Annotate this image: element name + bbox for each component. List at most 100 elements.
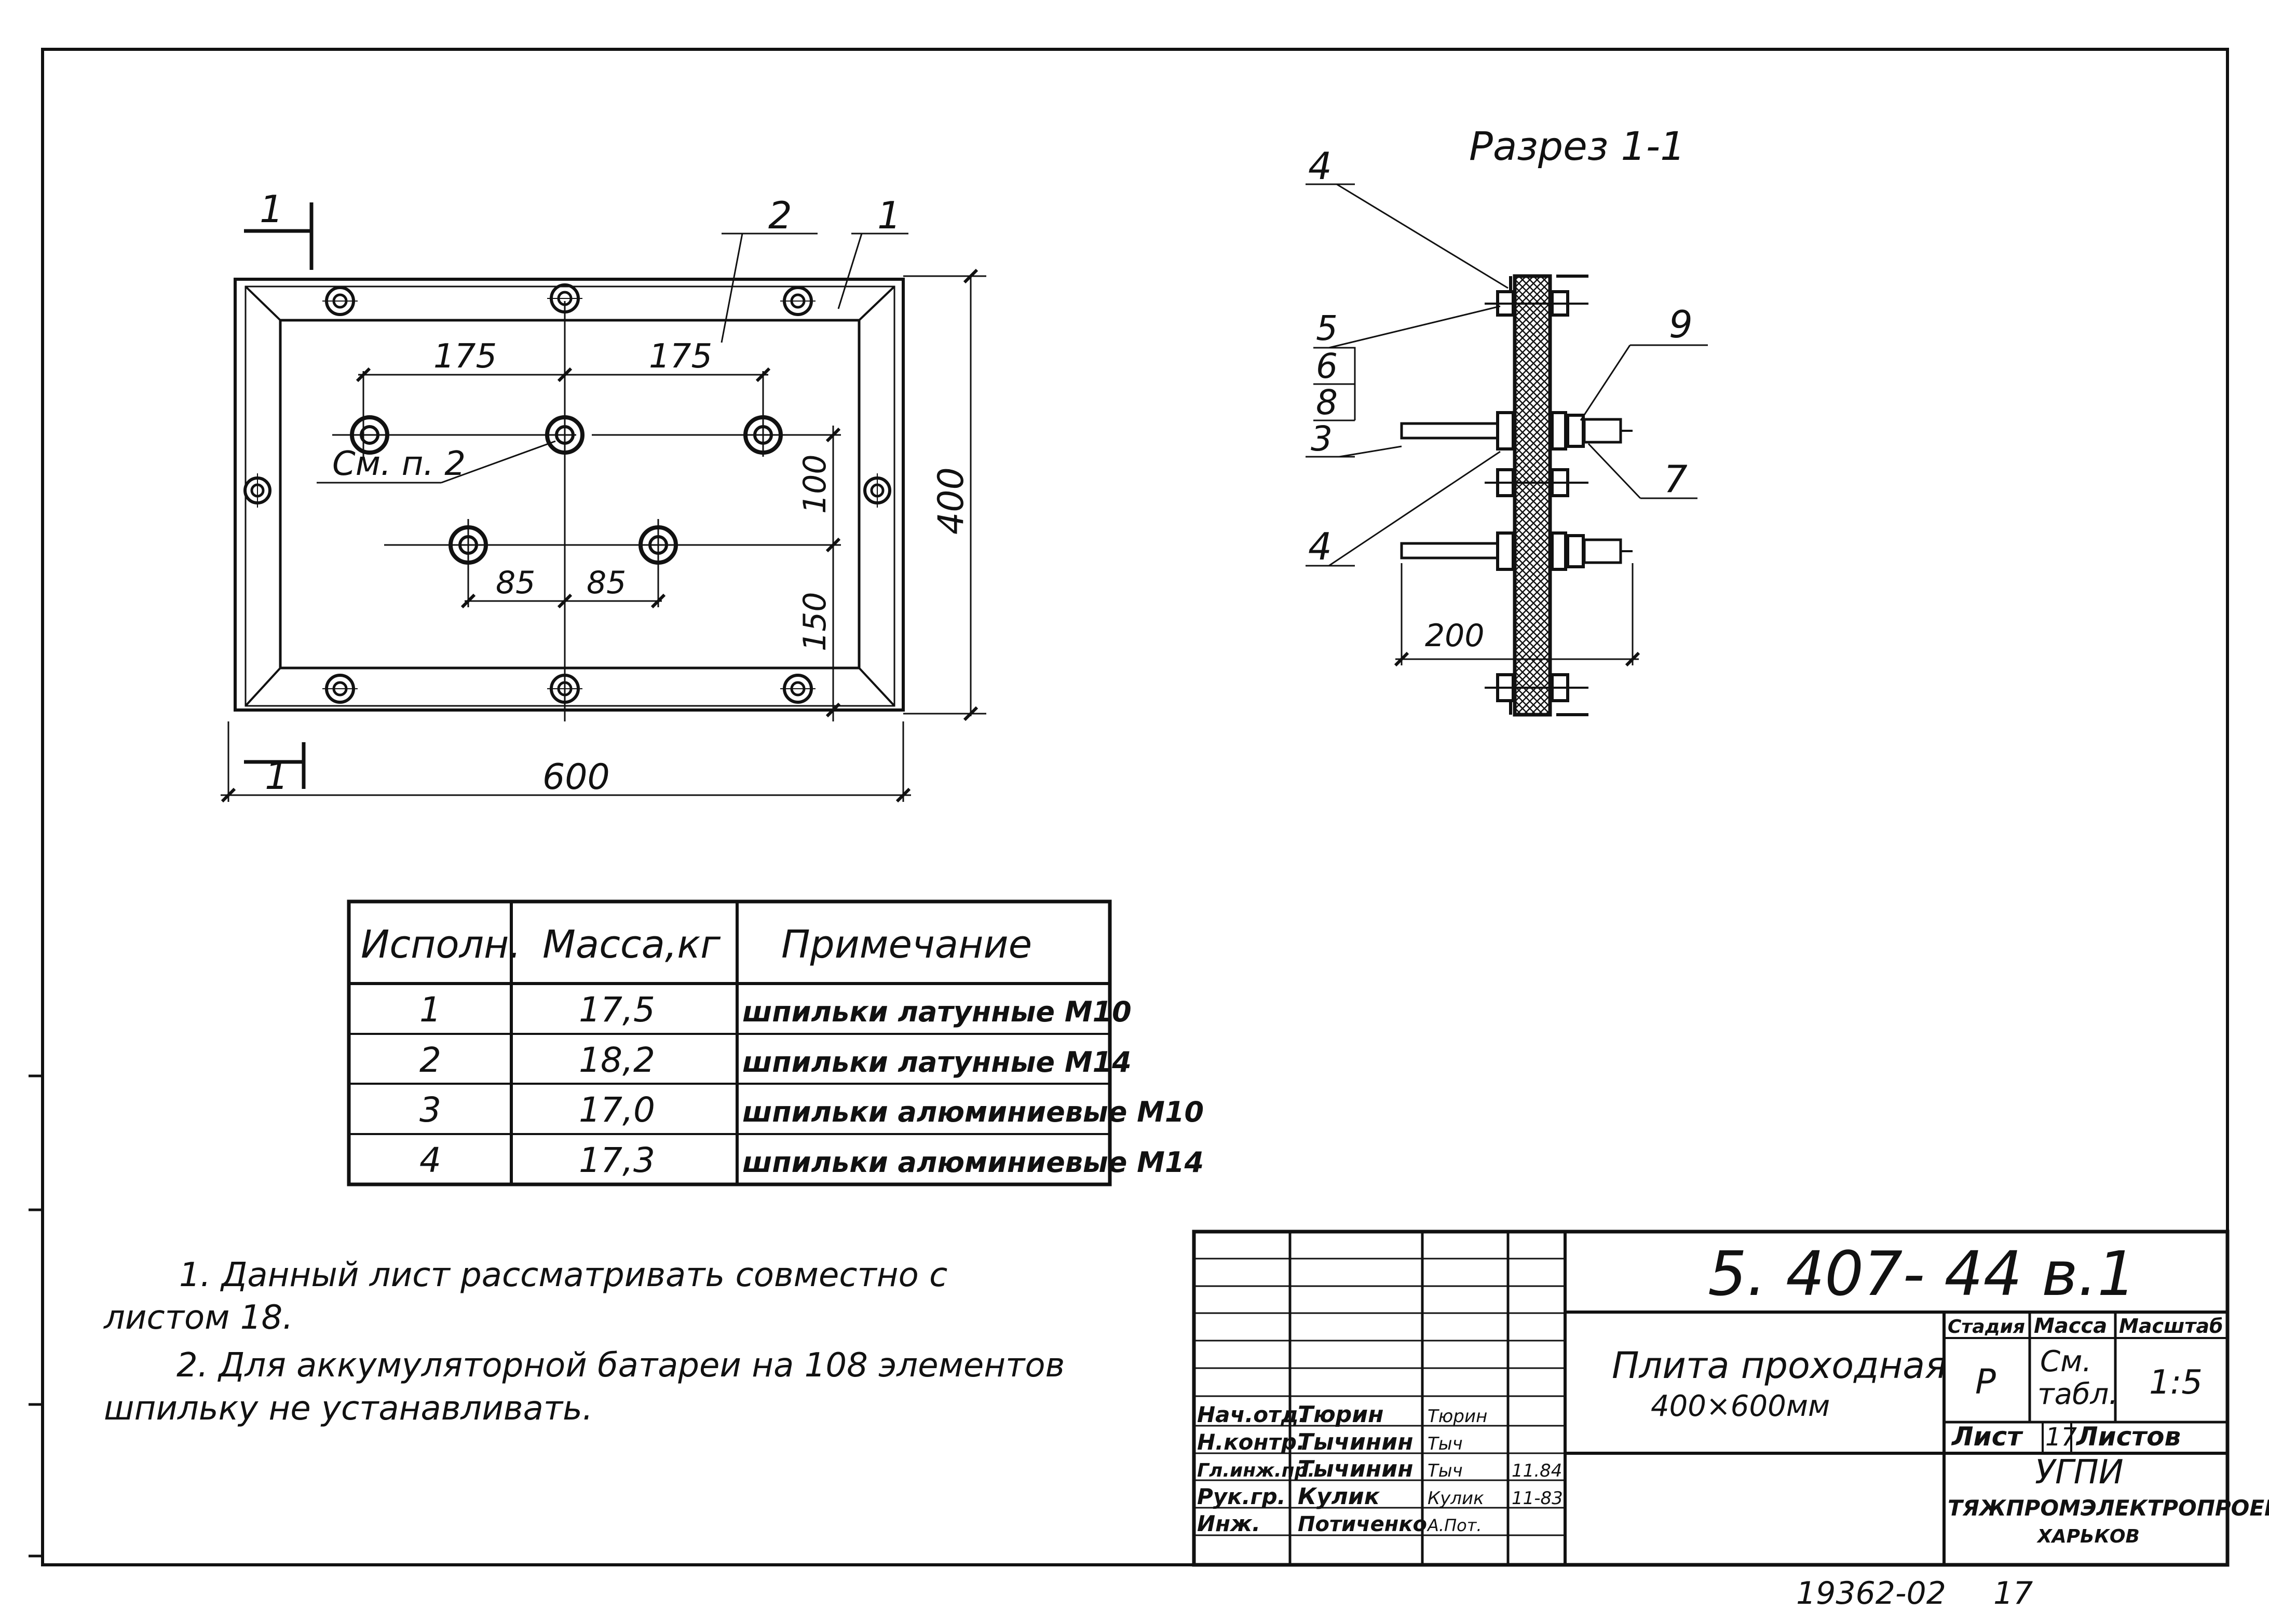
section-1-1-view: Разрез 1-1 <box>1306 123 1708 717</box>
section-mark-top-label: 1 <box>260 187 283 231</box>
table-header-variant: Исполн. <box>361 922 521 967</box>
note-2-line-2: шпильку не устанавливать. <box>104 1389 593 1428</box>
bolt <box>863 473 891 508</box>
table-cell: шпильки алюминиевые М14 <box>742 1146 1204 1179</box>
drawing-name-line-2: 400×600мм <box>1651 1389 1830 1423</box>
label-9: 9 <box>1669 303 1693 346</box>
table-header-note: Примечание <box>781 922 1032 967</box>
stud-hole <box>545 415 585 455</box>
label-8: 8 <box>1316 383 1338 422</box>
staff-name: Тычинин <box>1298 1456 1413 1482</box>
table-cell: 17,5 <box>579 990 655 1030</box>
org-line-3: ХАРЬКОВ <box>2036 1526 2140 1547</box>
label-4-bottom: 4 <box>1308 525 1332 568</box>
table-cell: шпильки алюминиевые М10 <box>742 1096 1204 1128</box>
dim-175-left: 175 <box>433 337 497 376</box>
leader-label-1: 1 <box>877 194 901 237</box>
label-7: 7 <box>1664 457 1688 501</box>
dim-600: 600 <box>542 757 610 798</box>
table-cell: 2 <box>419 1040 441 1080</box>
label-3: 3 <box>1311 419 1333 459</box>
designation: 5. 407- 44 в.1 <box>1708 1238 2136 1309</box>
staff-role: Гл.инж.пр. <box>1197 1460 1315 1481</box>
staff-role: Инж. <box>1197 1511 1260 1536</box>
notes: 1. Данный лист рассматривать совместно с… <box>103 1256 1065 1428</box>
label-5: 5 <box>1316 308 1338 348</box>
staff-signature: А.Пот. <box>1426 1516 1482 1535</box>
stud-holes <box>350 415 783 565</box>
section-plate <box>1513 274 1552 717</box>
sheet-frame <box>29 48 2229 1566</box>
dim-85-right: 85 <box>587 565 626 601</box>
note-2-line-1: 2. Для аккумуляторной батареи на 108 эле… <box>176 1346 1065 1385</box>
bolt <box>322 674 358 704</box>
staff-signature: Тыч <box>1428 1434 1463 1454</box>
org-line-2: ТЯЖПРОМЭЛЕКТРОПРОЕКТ <box>1948 1495 2269 1521</box>
staff-role: Нач.отд. <box>1197 1402 1307 1427</box>
note-1-line-1: 1. Данный лист рассматривать совместно с <box>179 1256 947 1294</box>
table-cell: шпильки латунные М10 <box>742 995 1132 1028</box>
perimeter-bolts <box>243 283 891 704</box>
staff-role: Н.контр. <box>1197 1429 1305 1455</box>
sheet-label: Лист <box>1951 1422 2023 1452</box>
scale-header: Масштаб <box>2119 1315 2223 1338</box>
drawing-name-line-1: Плита проходная <box>1612 1344 1947 1387</box>
table-cell: 18,2 <box>579 1040 655 1080</box>
bolt <box>243 473 271 508</box>
bolt <box>322 286 358 316</box>
staff-date: 11.84 <box>1512 1461 1562 1481</box>
bolt <box>547 674 582 704</box>
staff-signature: Кулик <box>1428 1488 1484 1509</box>
sheet-number: 17 <box>2045 1423 2077 1452</box>
bolt <box>780 674 816 704</box>
staff-name: Тычинин <box>1298 1429 1413 1455</box>
section-fasteners <box>1400 290 1633 702</box>
dim-400: 400 <box>931 467 972 535</box>
section-title: Разрез 1-1 <box>1469 123 1686 169</box>
staff-name: Потиченко <box>1298 1512 1427 1536</box>
staff-role: Рук.гр. <box>1197 1484 1286 1509</box>
table-cell: шпильки латунные М14 <box>742 1046 1132 1079</box>
dim-200: 200 <box>1425 618 1485 654</box>
dim-175-right: 175 <box>649 337 712 376</box>
bolt <box>547 283 582 313</box>
plate-insert-outline <box>279 319 861 670</box>
staff-date: 11-83 <box>1512 1488 1563 1509</box>
plate-plan-view: 1 1 2 1 175 175 85 85 100 150 400 600 См… <box>221 187 986 803</box>
table-cell: 1 <box>419 990 441 1030</box>
sheets-label: Листов <box>2075 1422 2181 1452</box>
table-cell: 4 <box>419 1140 441 1180</box>
table-cell: 17,0 <box>579 1090 655 1130</box>
page-number: 17 <box>1993 1575 2033 1612</box>
note-reference: См. п. 2 <box>332 445 466 483</box>
leader-label-2: 2 <box>768 194 792 237</box>
stud-hole <box>350 415 389 455</box>
dim-150: 150 <box>797 592 833 651</box>
staff-signature: Тыч <box>1428 1461 1463 1481</box>
staff-name: Тюрин <box>1298 1401 1384 1428</box>
table-header-mass: Масса,кг <box>542 922 721 967</box>
section-mark-bottom-label: 1 <box>265 754 289 798</box>
mass-table: Исполн. Масса,кг Примечание 1 17,5 шпиль… <box>347 899 1204 1186</box>
note-1-line-2: листом 18. <box>103 1299 293 1337</box>
title-block: 5. 407- 44 в.1 Плита проходная 400×600мм… <box>1192 1230 2269 1567</box>
label-4-top: 4 <box>1308 144 1332 188</box>
table-cell: 17,3 <box>579 1140 655 1180</box>
stud-hole <box>449 525 488 565</box>
dim-100: 100 <box>797 454 833 514</box>
stud-hole <box>638 525 678 565</box>
stage-value: Р <box>1975 1362 1996 1402</box>
bolt <box>780 286 816 316</box>
staff-name: Кулик <box>1298 1483 1380 1510</box>
mass-header: Масса <box>2034 1314 2107 1338</box>
staff-signature: Тюрин <box>1428 1406 1487 1427</box>
plate-outer-outline <box>234 278 905 712</box>
dim-85-left: 85 <box>496 565 535 601</box>
label-6: 6 <box>1316 346 1338 386</box>
mass-value-line-1: См. <box>2040 1345 2091 1379</box>
stud-hole <box>743 415 783 455</box>
archive-number: 19362-02 <box>1796 1575 1946 1612</box>
table-cell: 3 <box>419 1090 441 1130</box>
scale-value: 1:5 <box>2149 1363 2203 1402</box>
